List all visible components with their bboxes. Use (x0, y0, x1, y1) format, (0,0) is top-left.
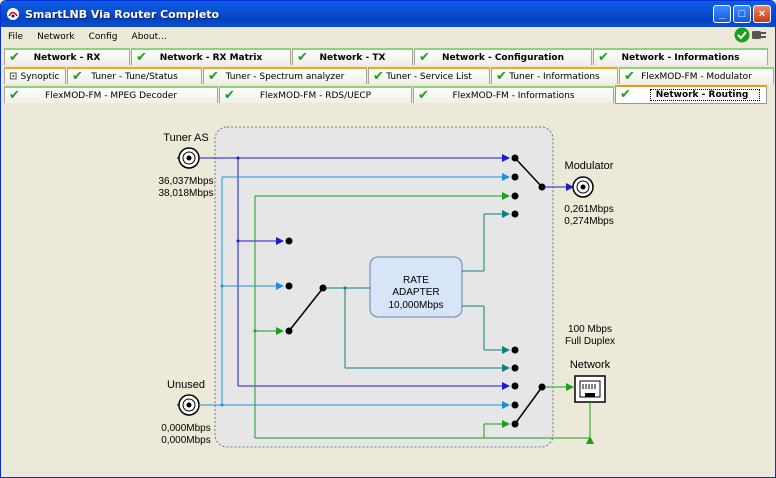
adapter-line2: ADAPTER (392, 287, 439, 298)
check-icon: ✔ (208, 69, 219, 84)
tab-network-configuration[interactable]: ✔Network - Configuration (414, 48, 592, 65)
network-duplex: Full Duplex (565, 336, 615, 347)
adapter-line1: RATE (403, 275, 429, 286)
menu-network[interactable]: Network (37, 31, 75, 42)
window-title: SmartLNB Via Router Completo (25, 7, 220, 21)
tab-network-routing[interactable]: ✔Network - Routing (615, 85, 767, 104)
tab-row-3: ✔FlexMOD-FM - MPEG Decoder ✔FlexMOD-FM -… (4, 85, 768, 104)
unused-rate-1: 0,000Mbps (161, 423, 210, 434)
modulator-rate-2: 0,274Mbps (564, 216, 613, 227)
ethernet-port-icon[interactable] (574, 375, 606, 403)
maximize-button[interactable]: □ (733, 5, 751, 23)
check-icon: ✔ (496, 69, 507, 84)
tuner-bus (199, 154, 510, 390)
tab-network-rx-matrix[interactable]: ✔Network - RX Matrix (131, 48, 291, 65)
tuner-label: Tuner AS (163, 132, 208, 144)
menu-config[interactable]: Config (88, 31, 118, 42)
check-icon: ✔ (9, 88, 20, 103)
tab-flexmod-modulator[interactable]: ✔FlexMOD-FM - Modulator (619, 67, 774, 84)
signal-icon (6, 7, 20, 21)
tab-tuner-service-list[interactable]: ✔Tuner - Service List (368, 67, 490, 84)
title-bar[interactable]: SmartLNB Via Router Completo _ □ × (1, 1, 775, 27)
tab-network-informations[interactable]: ✔Network - Informations (593, 48, 768, 65)
tab-tuner-tune-status[interactable]: ✔Tuner - Tune/Status (67, 67, 202, 84)
check-icon: ✔ (72, 69, 83, 84)
bnc-connector-icon[interactable] (177, 394, 201, 416)
modulator-label: Modulator (565, 160, 614, 172)
tab-row-1: ✔Network - RX ✔Network - RX Matrix ✔Netw… (4, 48, 769, 66)
network-speed: 100 Mbps (568, 324, 612, 335)
tab-network-tx[interactable]: ✔Network - TX (292, 48, 413, 65)
unused-label: Unused (167, 379, 205, 391)
tab-tuner-spectrum-analyzer[interactable]: ✔Tuner - Spectrum analyzer (203, 67, 367, 84)
check-icon: ✔ (9, 50, 20, 65)
check-icon: ✔ (624, 69, 635, 84)
synoptic-icon: ⊡ (9, 71, 18, 82)
tab-tuner-informations[interactable]: ✔Tuner - Informations (491, 67, 618, 84)
tab-network-rx[interactable]: ✔Network - RX (4, 48, 130, 65)
modulator-selector-switch[interactable] (511, 154, 574, 218)
unused-rate-2: 0,000Mbps (161, 435, 210, 446)
menu-about[interactable]: About... (131, 31, 167, 42)
menu-bar: File Network Config About... (1, 27, 775, 46)
unused-bus (199, 173, 510, 409)
check-icon: ✔ (419, 50, 430, 65)
check-icon: ✔ (224, 88, 235, 103)
tab-flexmod-mpeg-decoder[interactable]: ✔FlexMOD-FM - MPEG Decoder (4, 86, 218, 103)
check-icon: ✔ (136, 50, 147, 65)
input-selector-switch[interactable] (285, 237, 327, 335)
check-icon: ✔ (373, 69, 384, 84)
bnc-connector-icon[interactable] (572, 176, 594, 198)
check-icon: ✔ (620, 87, 631, 102)
check-icon: ✔ (598, 50, 609, 65)
modulator-rate-1: 0,261Mbps (564, 204, 613, 215)
routing-diagram: Tuner AS 36,037Mbps 38,018Mbps Unused 0,… (158, 126, 615, 448)
adapter-rate: 10,000Mbps (388, 300, 443, 311)
bnc-connector-icon[interactable] (177, 147, 201, 169)
tab-row-2: ⊡Synoptic ✔Tuner - Tune/Status ✔Tuner - … (4, 67, 775, 85)
tuner-rate-1: 36,037Mbps (158, 176, 213, 187)
tab-synoptic[interactable]: ⊡Synoptic (4, 67, 66, 84)
check-icon: ✔ (418, 88, 429, 103)
tuner-rate-2: 38,018Mbps (158, 188, 213, 199)
network-label: Network (570, 359, 611, 371)
menu-file[interactable]: File (8, 31, 24, 42)
minimize-button[interactable]: _ (713, 5, 731, 23)
check-plug-icon (734, 27, 766, 43)
tab-flexmod-rds-uecp[interactable]: ✔FlexMOD-FM - RDS/UECP (219, 86, 412, 103)
tab-flexmod-informations[interactable]: ✔FlexMOD-FM - Informations (413, 86, 614, 103)
close-button[interactable]: × (753, 5, 771, 23)
adapter-bus (323, 210, 510, 372)
rate-adapter-box[interactable] (369, 256, 463, 318)
network-selector-switch[interactable] (511, 346, 574, 428)
check-icon: ✔ (297, 50, 308, 65)
